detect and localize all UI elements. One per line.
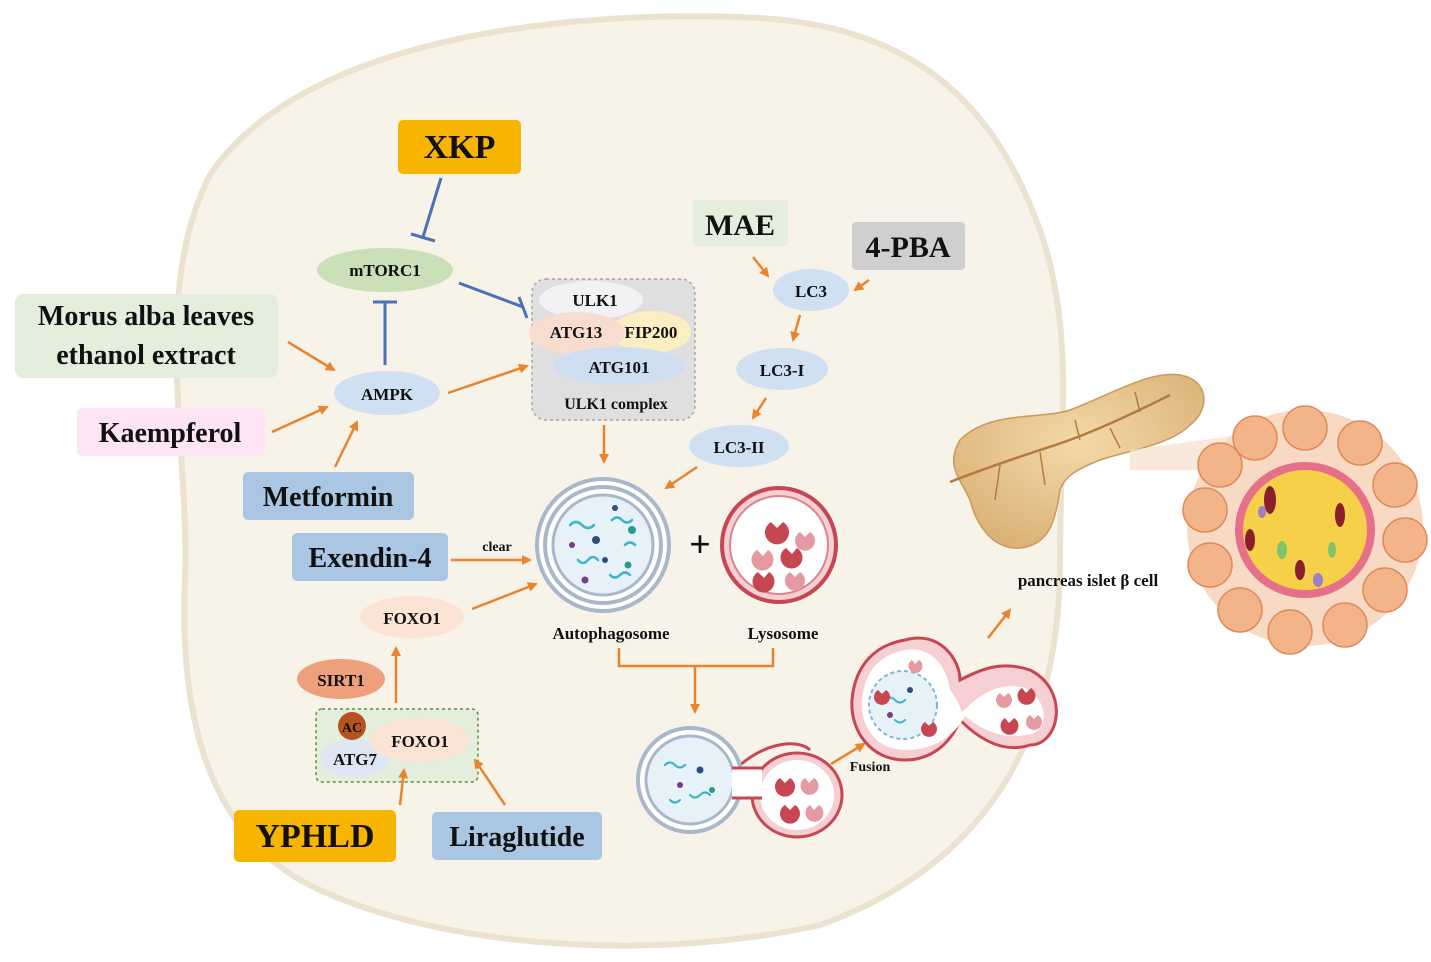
svg-text:LC3-II: LC3-II	[713, 438, 764, 457]
svg-text:XKP: XKP	[424, 129, 496, 166]
drug-4-pba: 4-PBA	[852, 222, 965, 270]
svg-text:Morus alba leaves: Morus alba leaves	[38, 301, 254, 332]
drug-exendin-4: Exendin-4	[292, 533, 448, 581]
atg13-label: ATG13	[550, 323, 603, 342]
svg-text:Liraglutide: Liraglutide	[449, 822, 584, 853]
activation-arrows	[271, 256, 1012, 806]
foxo1-complex-label: FOXO1	[391, 732, 449, 751]
drug-morus-alba: Morus alba leaves ethanol extract	[15, 294, 278, 378]
node-lc3: LC3	[773, 269, 849, 311]
svg-text:Exendin-4: Exendin-4	[309, 543, 432, 574]
svg-text:YPHLD: YPHLD	[256, 818, 375, 855]
drug-kaempferol: Kaempferol	[77, 408, 265, 456]
fusion-label: Fusion	[850, 760, 891, 775]
drug-liraglutide: Liraglutide	[432, 812, 602, 860]
ulk1-complex-label: ULK1 complex	[564, 396, 668, 413]
svg-text:AMPK: AMPK	[361, 385, 414, 404]
node-foxo1: FOXO1	[360, 596, 464, 638]
svg-text:LC3: LC3	[795, 282, 827, 301]
fusing-vesicles	[636, 726, 844, 839]
lysosome	[720, 486, 838, 604]
fip200-label: FIP200	[625, 323, 678, 342]
fusion-bracket	[617, 648, 775, 714]
autophagosome-label: Autophagosome	[552, 624, 670, 643]
atg101-label: ATG101	[588, 358, 649, 377]
drug-mae: MAE	[693, 200, 788, 246]
node-ampk: AMPK	[334, 371, 440, 415]
islet-illustration	[1182, 405, 1428, 655]
svg-text:Metformin: Metformin	[263, 482, 394, 513]
inhibition-lines	[373, 177, 529, 365]
svg-text:4-PBA: 4-PBA	[866, 231, 951, 264]
svg-text:ethanol extract: ethanol extract	[56, 340, 236, 371]
atg7-label: ATG7	[333, 750, 378, 769]
drug-xkp: XKP	[398, 120, 521, 174]
lysosome-label: Lysosome	[748, 624, 819, 643]
plus-sign: +	[689, 524, 711, 566]
clear-label: clear	[482, 540, 512, 555]
ulk1-label: ULK1	[572, 291, 617, 310]
drug-metformin: Metformin	[243, 472, 414, 520]
autophagosome	[535, 477, 671, 613]
node-lc3-i: LC3-I	[736, 348, 828, 390]
svg-text:SIRT1: SIRT1	[317, 671, 365, 690]
pancreas-label: pancreas islet β cell	[1018, 571, 1159, 590]
svg-text:LC3-I: LC3-I	[760, 361, 805, 380]
ac-label: AC	[342, 721, 362, 736]
foxo1-atg7-complex: ATG7 FOXO1 AC	[315, 708, 479, 783]
svg-text:FOXO1: FOXO1	[383, 609, 441, 628]
svg-text:Kaempferol: Kaempferol	[99, 418, 242, 449]
ulk1-complex: ULK1 ATG13 FIP200 ATG101 ULK1 complex	[529, 278, 696, 421]
node-mtorc1: mTORC1	[317, 248, 453, 292]
node-sirt1: SIRT1	[297, 659, 385, 699]
svg-text:MAE: MAE	[705, 209, 775, 242]
autolysosome	[850, 636, 1058, 762]
drug-yphld: YPHLD	[234, 810, 396, 862]
node-lc3-ii: LC3-II	[689, 425, 789, 467]
svg-text:mTORC1: mTORC1	[349, 261, 420, 280]
